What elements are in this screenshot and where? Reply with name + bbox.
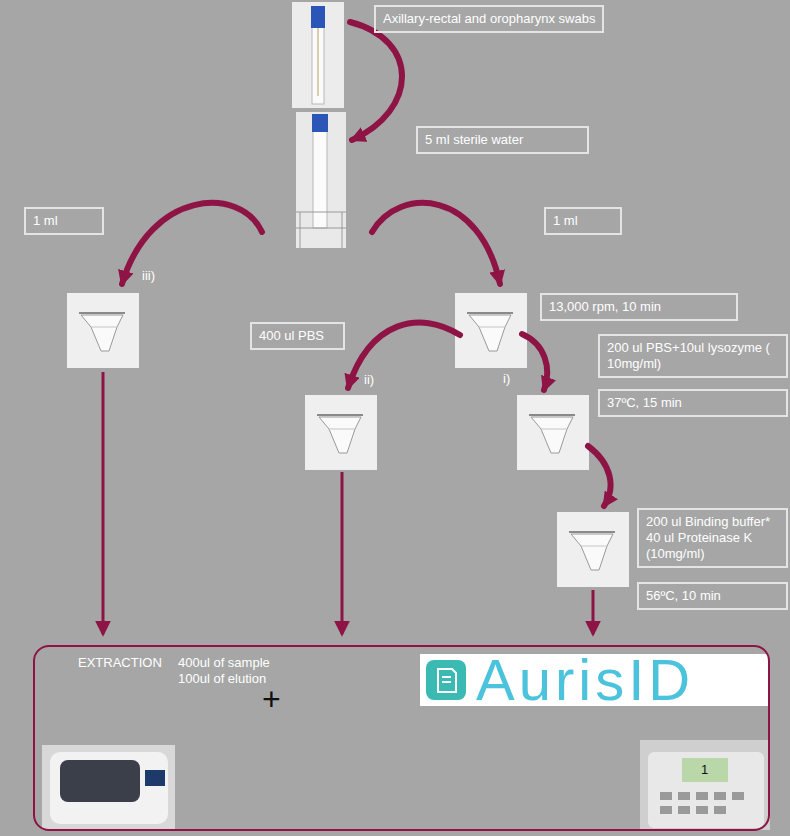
step-label-text: 56ºC, 10 min: [646, 588, 779, 604]
step-label-box: 56ºC, 10 min: [637, 582, 788, 610]
microtube-photo: [67, 293, 139, 368]
microtube-photo: [455, 293, 527, 368]
extractor-photo: [42, 745, 175, 830]
step-label-box: 400 ul PBS: [250, 322, 345, 350]
microtube-photo: [305, 395, 377, 470]
step-label-box: Axillary-rectal and oropharynx swabs: [374, 5, 604, 33]
step-label-box: 200 ul PBS+10ul lysozyme ( 10mg/ml): [598, 334, 788, 378]
curved-arrows: [122, 22, 611, 506]
step-label-box: 37ºC, 15 min: [598, 389, 788, 417]
display-digit: 1: [701, 762, 708, 778]
step-number: i): [503, 371, 510, 387]
step-number: ii): [364, 372, 374, 388]
microtube-photo: [557, 512, 629, 587]
analyzer-photo: [640, 740, 770, 830]
step-label-text: 1 ml: [33, 213, 95, 229]
swab-photo: [292, 2, 344, 108]
logo-text: AurisID: [476, 655, 694, 705]
step-label-box: 200 ul Binding buffer*40 ul Proteinase K…: [637, 508, 788, 568]
step-label-text: Axillary-rectal and oropharynx swabs: [383, 11, 595, 27]
step-label-text: 400 ul PBS: [259, 328, 336, 344]
step-label-text: 40 ul Proteinase K (10mg/ml): [646, 530, 779, 562]
down-arrows: [103, 372, 593, 634]
step-label-text: 37ºC, 15 min: [607, 395, 779, 411]
step-number: iii): [142, 268, 155, 284]
step-label-text: 200 ul Binding buffer*: [646, 514, 779, 530]
step-label-box: 1 ml: [544, 207, 622, 235]
microtube-photo: [517, 395, 589, 470]
panel-heading: EXTRACTION: [78, 655, 162, 671]
step-label-text: 5 ml sterile water: [425, 132, 580, 148]
step-label-text: 1 ml: [553, 213, 613, 229]
step-label-text: 13,000 rpm, 10 min: [549, 299, 729, 315]
step-label-text: 200 ul PBS+10ul lysozyme ( 10mg/ml): [607, 340, 779, 372]
step-label-box: 5 ml sterile water: [416, 126, 589, 154]
step-label-box: 1 ml: [24, 207, 104, 235]
plus-sign: +: [262, 680, 281, 718]
tube-photo: [296, 112, 346, 248]
step-label-box: 13,000 rpm, 10 min: [540, 293, 738, 321]
aurisid-logo: [420, 654, 768, 706]
